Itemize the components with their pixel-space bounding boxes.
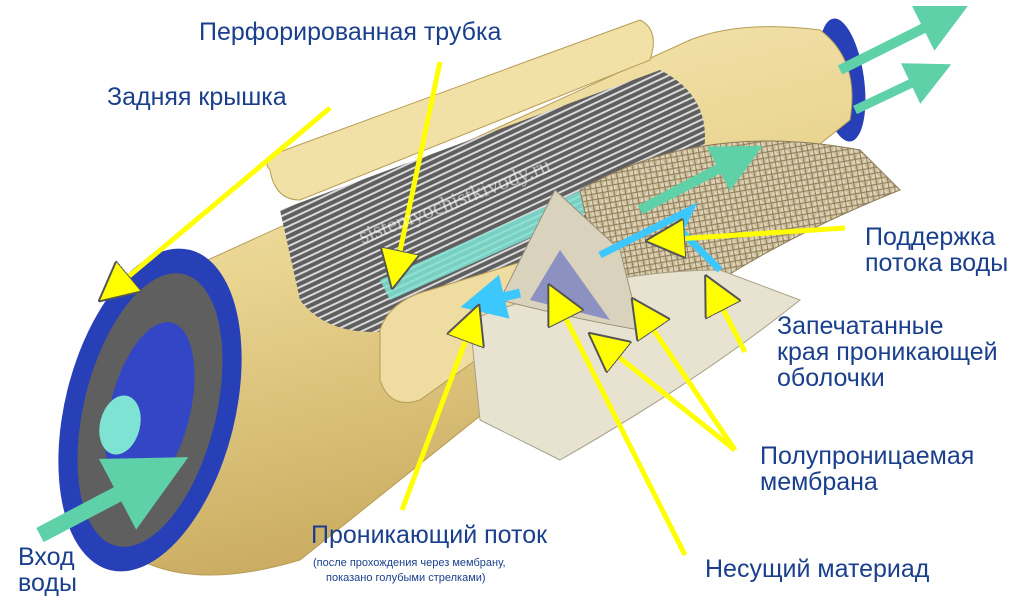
pointer-perforated-tube xyxy=(395,61,443,275)
pointer-permeate xyxy=(399,318,474,511)
pointer-sealed-edges xyxy=(712,288,748,354)
label-permeate-note-line1: (после прохождения через мембрану, xyxy=(313,557,506,569)
label-carrier: Несущий материад xyxy=(705,555,930,583)
outflow-arrow-mid xyxy=(853,63,952,115)
label-water-in-line1: Вход xyxy=(18,543,75,571)
permeate-arrow-head xyxy=(460,274,522,319)
label-flow-support-line2: потока воды xyxy=(865,249,1009,277)
label-sealed-edges-line1: Запечатанные xyxy=(777,312,944,340)
near-end-core xyxy=(105,322,195,498)
label-sealed-edges-line3: оболочки xyxy=(777,364,885,392)
label-perforated-tube: Перфорированная трубка xyxy=(199,18,502,46)
label-membrane-line2: мембрана xyxy=(760,468,878,496)
label-back-cap: Задняя крышка xyxy=(107,83,287,111)
label-sealed-edges-line2: края проникающей xyxy=(777,338,998,366)
label-flow-support-line1: Поддержка xyxy=(865,223,996,251)
center-tube-end xyxy=(99,395,141,455)
label-membrane-line1: Полупроницаемая xyxy=(760,442,975,470)
label-permeate-note-line2: показано голубыми стрелками) xyxy=(326,572,486,584)
flow-arrow-sheet xyxy=(637,145,763,215)
label-permeate-flow: Проникающий поток xyxy=(311,521,548,549)
outflow-arrow-top xyxy=(837,6,968,75)
pointer-back-cap xyxy=(110,106,332,292)
label-water-in-line2: воды xyxy=(18,569,77,597)
pointer-membrane-a xyxy=(640,310,738,452)
pointer-membrane-b xyxy=(600,342,737,452)
pointer-flow-support xyxy=(660,228,846,240)
inflow-arrow xyxy=(36,457,189,543)
pointer-carrier xyxy=(555,297,688,557)
